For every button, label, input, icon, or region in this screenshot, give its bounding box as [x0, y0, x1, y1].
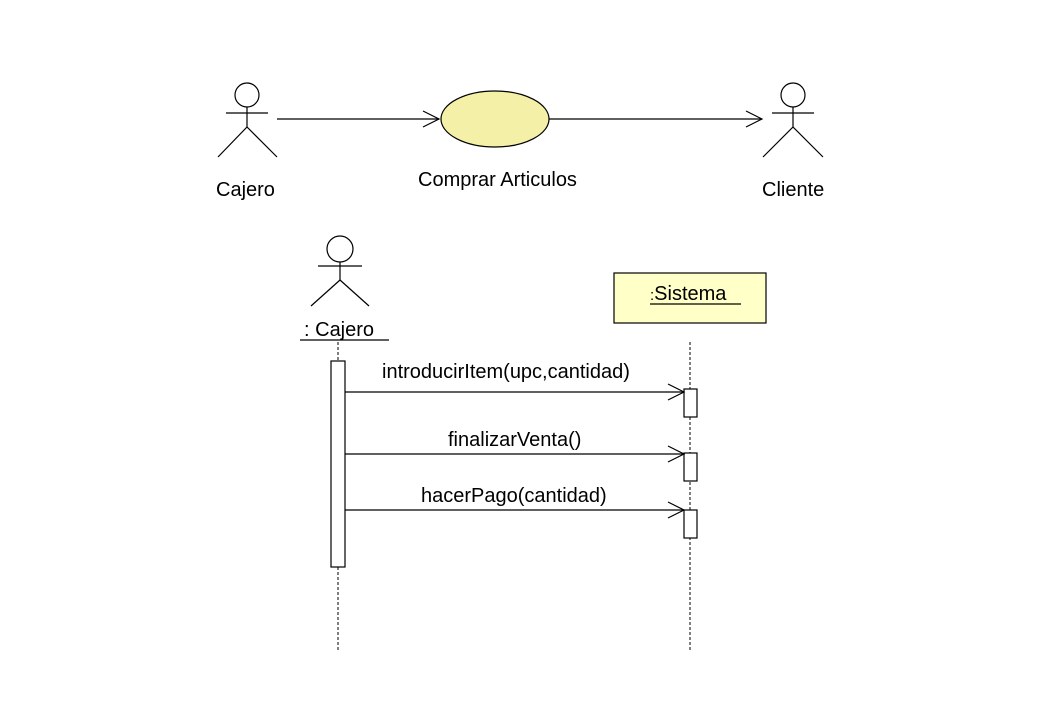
seq-actor-prefix: : [304, 319, 310, 341]
message-2-label: finalizarVenta() [448, 429, 581, 451]
activation-cajero [330, 360, 346, 568]
sequence-diagram: : Cajero :Sistema introducirItem(upc,can… [300, 235, 767, 652]
seq-actor-left-leg [310, 279, 341, 307]
actor-cajero-label: Cajero [216, 179, 275, 201]
arrowhead-icon [667, 501, 686, 519]
actor-cajero [217, 82, 278, 158]
actor-cajero-right-leg [246, 126, 278, 158]
actor-cajero-head-icon [234, 82, 260, 108]
activation-sistema-1 [683, 388, 698, 418]
arrowhead-icon [422, 110, 441, 128]
object-sistema-box [613, 272, 767, 324]
use-case-label: Comprar Articulos [418, 169, 577, 191]
activation-sistema-2 [683, 452, 698, 482]
actor-cajero-left-leg [217, 126, 248, 158]
actor-cliente-head-icon [780, 82, 806, 108]
actor-cliente-left-leg [762, 126, 794, 158]
object-sistema-prefix: : [650, 287, 654, 304]
message-1: introducirItem(upc,cantidad) [345, 361, 686, 401]
arrowhead-icon [667, 445, 686, 463]
arrowhead-icon [667, 383, 686, 401]
message-2: finalizarVenta() [345, 429, 686, 463]
seq-actor-label: : Cajero [304, 319, 374, 341]
message-1-label: introducirItem(upc,cantidad) [382, 361, 630, 383]
actor-cliente [762, 82, 824, 158]
actor-cliente-label: Cliente [762, 179, 824, 201]
seq-actor-name: Cajero [310, 319, 374, 341]
object-sistema-name: Sistema [654, 283, 727, 305]
association-usecase-cliente [549, 110, 764, 128]
seq-actor-right-leg [339, 279, 370, 307]
message-3: hacerPago(cantidad) [345, 485, 686, 519]
seq-actor-cajero [310, 235, 370, 307]
object-sistema-label: :Sistema [650, 283, 727, 305]
arrowhead-icon [745, 110, 764, 128]
actor-cliente-right-leg [792, 126, 824, 158]
use-case-ellipse [440, 90, 550, 148]
seq-actor-head-icon [326, 235, 354, 263]
activation-sistema-3 [683, 509, 698, 539]
use-case-diagram: Cajero Comprar Articulos Cliente [216, 82, 824, 201]
association-cajero-usecase [277, 110, 441, 128]
message-3-label: hacerPago(cantidad) [421, 485, 607, 507]
